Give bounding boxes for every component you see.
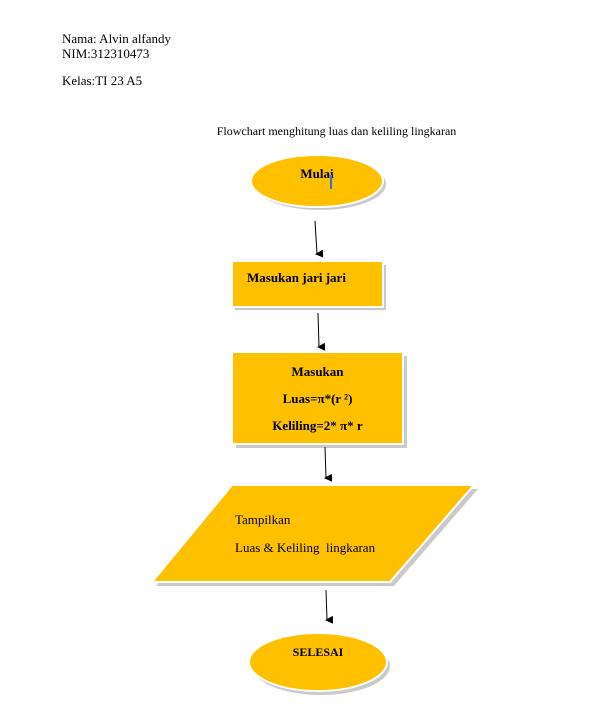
flowchart-title: Flowchart menghitung luas dan keliling l… (216, 124, 457, 138)
text-cursor (330, 175, 332, 189)
process-keliling-formula: Keliling=2* π* r (272, 418, 363, 433)
output-parallelogram (149, 484, 478, 586)
end-terminator (248, 632, 390, 695)
start-terminator (250, 154, 386, 210)
arrow-output-to-end (325, 589, 334, 624)
student-class: Kelas:TI 23 A5 (62, 73, 143, 88)
input-box (231, 260, 386, 310)
end-label: SELESAI (292, 645, 344, 659)
output-line-2: Luas & Keliling lingkaran (235, 540, 376, 555)
arrow-process-to-output (324, 446, 333, 482)
process-luas-formula: Luas=π*(r ²) (282, 391, 353, 406)
student-nim: NIM:312310473 (62, 46, 150, 61)
start-label: Mulai (300, 166, 334, 181)
arrow-input-to-process (317, 312, 326, 351)
input-label: Masukan jari jari (247, 270, 346, 285)
process-heading: Masukan (291, 364, 344, 379)
process-box (231, 351, 407, 448)
student-name: Nama: Alvin alfandy (62, 31, 172, 46)
output-line-1: Tampilkan (235, 512, 291, 527)
arrow-start-to-input (314, 220, 324, 258)
